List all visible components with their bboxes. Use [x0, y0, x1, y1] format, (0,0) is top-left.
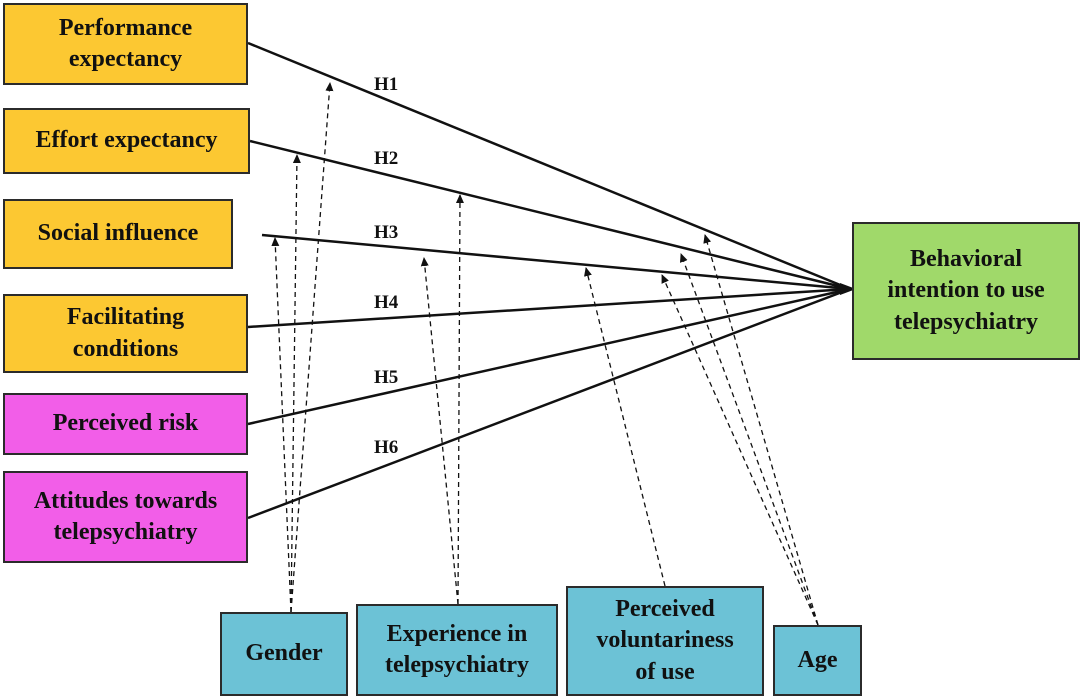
- construct-label: Perceived risk: [52, 410, 199, 437]
- moderator-label: Perceived voluntariness of use: [596, 596, 734, 685]
- construct-effort-expectancy: Effort expectancy: [3, 108, 250, 174]
- construct-attitudes-towards-telepsychiatry: Attitudes towards telepsychiatry: [3, 471, 248, 563]
- moderation-age-h2: [680, 253, 819, 626]
- moderator-label: Age: [797, 646, 838, 673]
- construct-label: Performance expectancy: [58, 14, 193, 72]
- moderator-experience-in-telepsychiatry: Experience in telepsychiatry: [356, 604, 558, 696]
- construct-label: Effort expectancy: [35, 127, 218, 154]
- construct-label: Facilitating conditions: [66, 304, 185, 362]
- construct-label: Attitudes towards telepsychiatry: [33, 487, 218, 545]
- path-h3: [261, 233, 851, 291]
- moderation-experience-h3: [420, 257, 459, 605]
- outcome-arrowhead: [840, 283, 856, 295]
- moderation-gender-h1: [290, 82, 334, 613]
- construct-facilitating-conditions: Facilitating conditions: [3, 294, 248, 373]
- construct-social-influence: Social influence: [3, 199, 233, 269]
- moderator-perceived-voluntariness: Perceived voluntariness of use: [566, 586, 764, 696]
- outcome-behavioral-intention: Behavioral intention to use telepsychiat…: [852, 222, 1080, 360]
- hypothesis-label-h6: H6: [374, 437, 398, 458]
- path-h5: [247, 287, 851, 426]
- outcome-label: Behavioral intention to use telepsychiat…: [887, 246, 1045, 335]
- construct-performance-expectancy: Performance expectancy: [3, 3, 248, 85]
- path-h2: [249, 139, 851, 291]
- moderator-age: Age: [773, 625, 862, 696]
- construct-label: Social influence: [37, 220, 199, 247]
- construct-perceived-risk: Perceived risk: [3, 393, 248, 455]
- moderation-age-h3: [661, 274, 819, 626]
- hypothesis-label-h5: H5: [374, 367, 398, 388]
- hypothesis-label-h4: H4: [374, 292, 399, 313]
- hypothesis-label-h3: H3: [374, 222, 398, 243]
- hypothesis-label-h2: H2: [374, 148, 398, 169]
- hypothesis-label-h1: H1: [374, 74, 398, 95]
- moderation-gender-h2: [290, 154, 301, 613]
- path-h6: [247, 287, 851, 520]
- path-h4: [247, 287, 851, 329]
- moderator-label: Gender: [245, 640, 323, 667]
- moderation-age-h1: [703, 234, 819, 626]
- path-h1: [247, 41, 851, 291]
- moderation-gender-h3: [271, 237, 292, 613]
- moderator-gender: Gender: [220, 612, 348, 696]
- moderator-label: Experience in telepsychiatry: [385, 620, 529, 678]
- moderation-voluntariness-h3: [584, 267, 666, 587]
- moderation-experience-h2: [455, 194, 464, 605]
